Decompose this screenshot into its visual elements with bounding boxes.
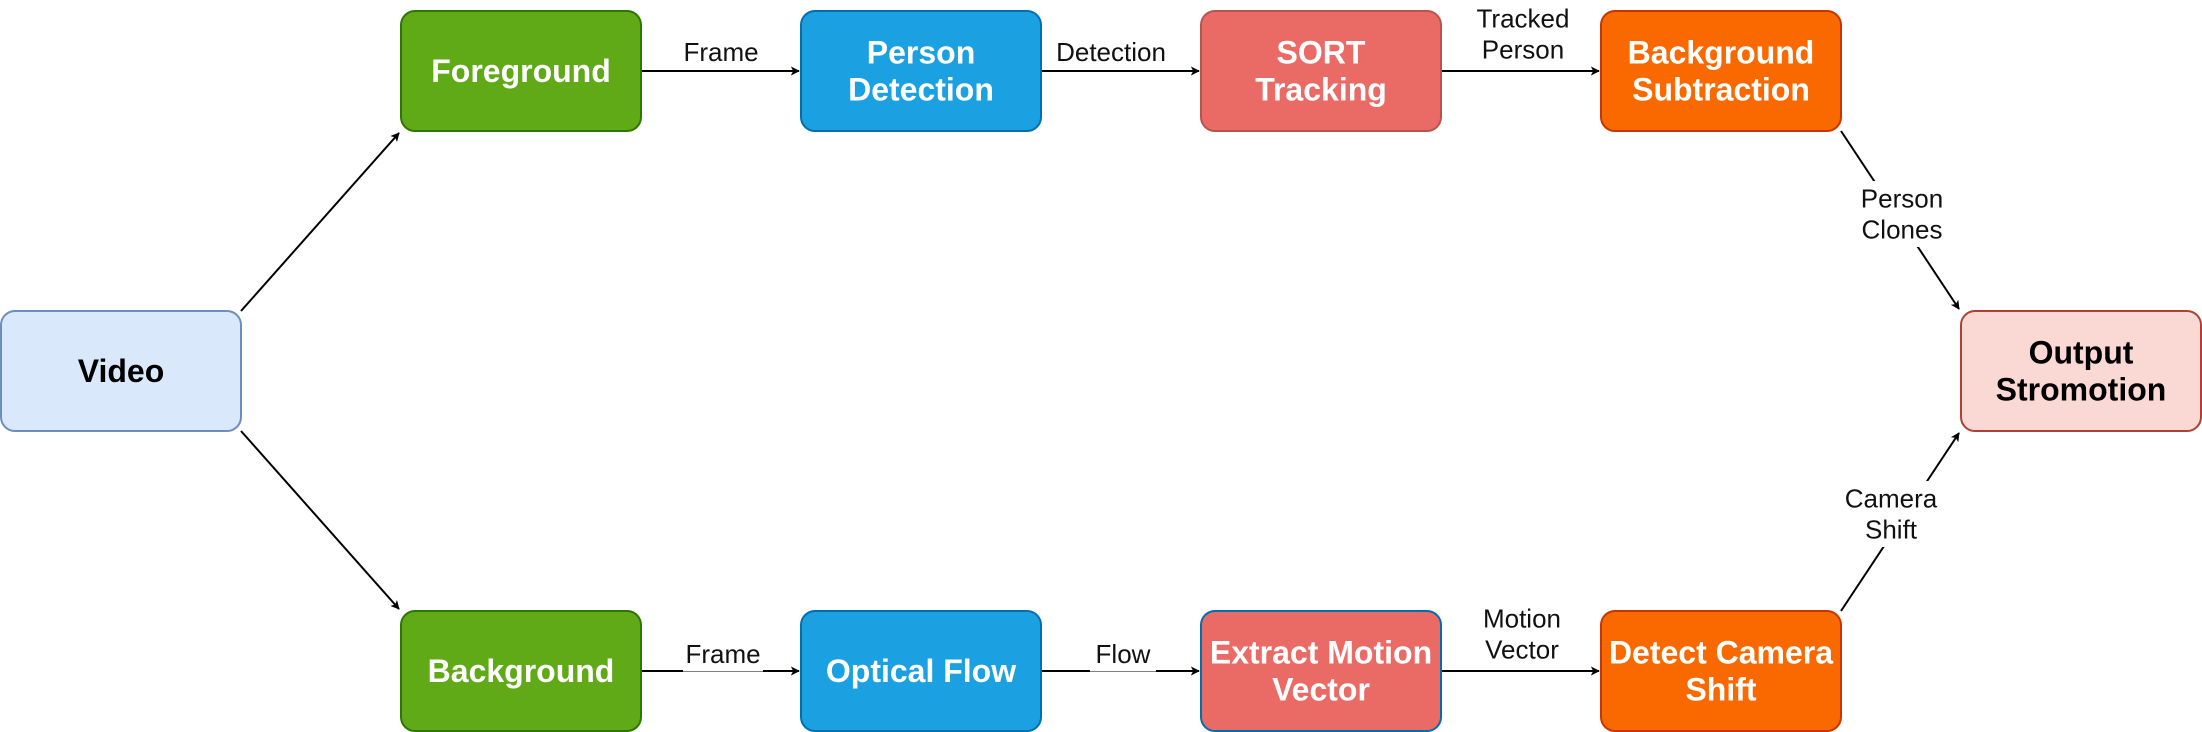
node-label: Vector (1272, 672, 1370, 708)
edge-label-background (1475, 601, 1569, 667)
edge-video-to-background (240, 430, 400, 610)
edge-label-text: Tracked (1477, 4, 1570, 34)
edge-label-optical-flow-to-extract-motion-vector: Flow (1090, 636, 1156, 672)
edge-label-text: Camera (1845, 484, 1938, 514)
edge-label-text: Frame (683, 37, 758, 67)
node-label: Detect Camera (1609, 635, 1833, 671)
edge-label-text: Person (1861, 184, 1943, 214)
node-box (400, 10, 642, 132)
edge-label-background (1855, 181, 1949, 247)
edge-label-background (1090, 636, 1156, 672)
node-label: Person (867, 35, 975, 71)
node-optical-flow: Optical Flow (800, 610, 1042, 732)
node-label: Background (428, 653, 615, 689)
node-box (1600, 10, 1842, 132)
node-box (800, 10, 1042, 132)
edge-label-background (681, 34, 761, 70)
edge-label-text: Clones (1862, 215, 1943, 245)
edge-label-text: Flow (1096, 639, 1151, 669)
edges-layer (240, 66, 1960, 676)
edge-label-background (1844, 481, 1938, 547)
edge-label-text: Detection (1056, 37, 1166, 67)
node-label: Stromotion (1996, 372, 2167, 408)
edge-label-background (1469, 1, 1577, 67)
edge-video-to-foreground (240, 132, 400, 312)
node-box (800, 610, 1042, 732)
node-label: Detection (848, 72, 994, 108)
edge-label-background (683, 636, 763, 672)
node-label: Tracking (1255, 72, 1387, 108)
node-label: Subtraction (1632, 72, 1810, 108)
edge-label-text: Person (1482, 35, 1564, 65)
node-label: Output (2029, 335, 2134, 371)
node-box (1200, 10, 1442, 132)
node-label: Background (1628, 35, 1815, 71)
node-label: Optical Flow (826, 653, 1016, 689)
node-box (1960, 310, 2202, 432)
node-foreground: Foreground (400, 10, 642, 132)
node-box (0, 310, 242, 432)
edge-label-background (1043, 34, 1179, 70)
edge-label-text: Vector (1485, 635, 1559, 665)
node-video: Video (0, 310, 242, 432)
node-box (400, 610, 642, 732)
node-label: Extract Motion (1210, 635, 1432, 671)
edge-label-text: Shift (1865, 515, 1918, 545)
node-background: Background (400, 610, 642, 732)
node-label: Foreground (431, 53, 611, 89)
edge-label-background-to-optical-flow: Frame (683, 636, 763, 672)
edge-label-foreground-to-person-detection: Frame (681, 34, 761, 70)
node-box (1600, 610, 1842, 732)
nodes-layer: VideoForegroundPersonDetectionSORTTracki… (0, 10, 2202, 732)
edge-label-text: Motion (1483, 604, 1561, 634)
node-label: SORT (1277, 35, 1366, 71)
edge-label-person-detection-to-sort-tracking: Detection (1043, 34, 1179, 70)
node-label: Shift (1685, 672, 1756, 708)
node-box (1200, 610, 1442, 732)
edge-label-text: Frame (685, 639, 760, 669)
node-label: Video (78, 353, 165, 389)
